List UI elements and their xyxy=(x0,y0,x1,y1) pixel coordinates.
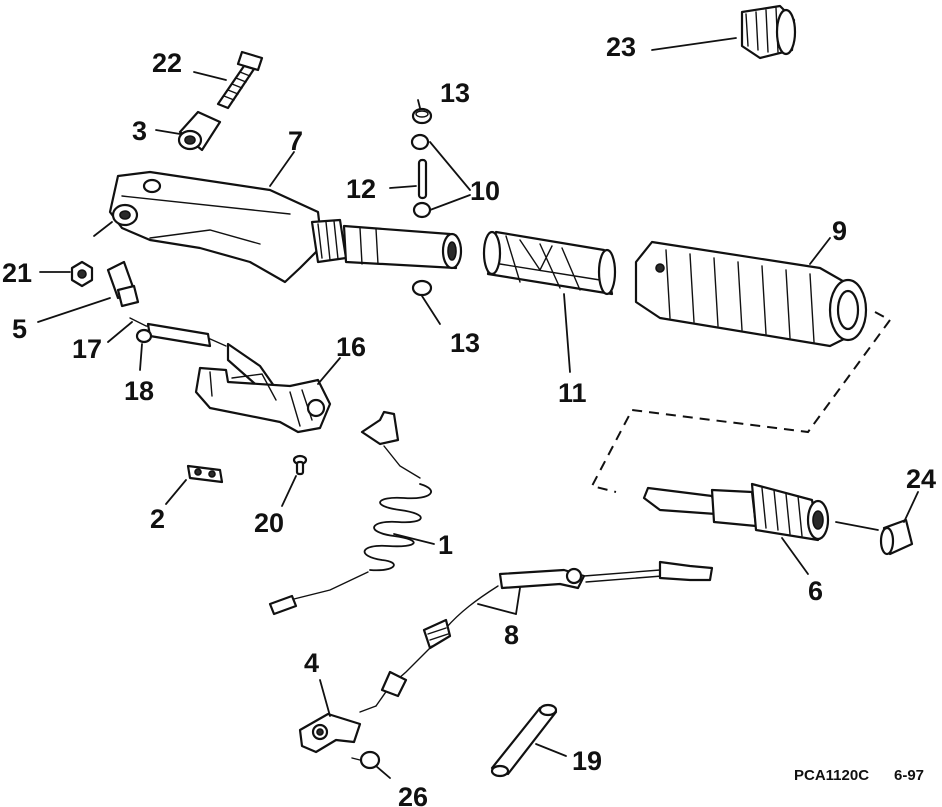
part-17-18-lead-terminal xyxy=(129,317,276,392)
callout-8: 8 xyxy=(504,620,519,650)
part-23-knob xyxy=(740,4,797,60)
leader-lines xyxy=(37,37,919,779)
part-16-switch-bracket xyxy=(194,366,332,434)
callout-7: 7 xyxy=(288,126,303,156)
part-4-bracket xyxy=(298,712,362,754)
callout-5: 5 xyxy=(12,314,27,344)
part-13-nut-lower xyxy=(411,279,433,297)
part-26-screw xyxy=(351,750,381,770)
callout-12: 12 xyxy=(346,174,376,204)
callout-24: 24 xyxy=(906,464,936,494)
part-1-coiled-lanyard xyxy=(268,410,433,616)
callout-1: 1 xyxy=(438,530,453,560)
callout-9: 9 xyxy=(832,216,847,246)
alignment-dashed-lines xyxy=(590,311,892,493)
part-21-nut xyxy=(70,260,94,288)
callout-11: 11 xyxy=(558,378,587,408)
callout-10: 10 xyxy=(470,176,500,206)
callout-23: 23 xyxy=(606,32,636,62)
callout-22: 22 xyxy=(152,48,182,78)
part-12-pin xyxy=(417,158,428,200)
part-11-throttle-sleeve xyxy=(482,230,617,296)
part-13-nut-upper xyxy=(411,107,433,125)
callout-6: 6 xyxy=(808,576,823,606)
callout-17: 17 xyxy=(72,334,102,364)
callout-19: 19 xyxy=(572,746,602,776)
part-19-rod xyxy=(490,703,558,778)
part-2-clip xyxy=(186,464,224,484)
callout-4: 4 xyxy=(304,648,319,678)
part-5-fitting xyxy=(106,260,140,308)
callout-21: 21 xyxy=(2,258,32,288)
part-6-throttle-shaft xyxy=(642,482,830,542)
drawing-code: PCA1120C xyxy=(794,767,869,784)
callout-16: 16 xyxy=(336,332,366,362)
footer-codes: PCA1120C 6-97 xyxy=(794,767,924,784)
part-22-bolt xyxy=(216,50,264,110)
part-9-grip xyxy=(634,240,868,348)
part-24-cap xyxy=(879,518,914,556)
date-code: 6-97 xyxy=(894,767,924,784)
part-20-screw xyxy=(292,454,308,476)
callout-2: 2 xyxy=(150,504,165,534)
part-8-throttle-cable xyxy=(359,560,714,713)
callout-3: 3 xyxy=(132,116,147,146)
callout-13-lower: 13 xyxy=(450,328,480,358)
callout-20: 20 xyxy=(254,508,284,538)
callout-13-upper: 13 xyxy=(440,78,470,108)
callout-labels: 22 3 7 13 12 10 13 11 9 23 21 5 17 18 16… xyxy=(2,32,936,807)
callout-26: 26 xyxy=(398,782,428,807)
callout-18: 18 xyxy=(124,376,154,406)
part-7-tiller-arm xyxy=(108,170,463,284)
part-3-bushing xyxy=(177,110,222,152)
